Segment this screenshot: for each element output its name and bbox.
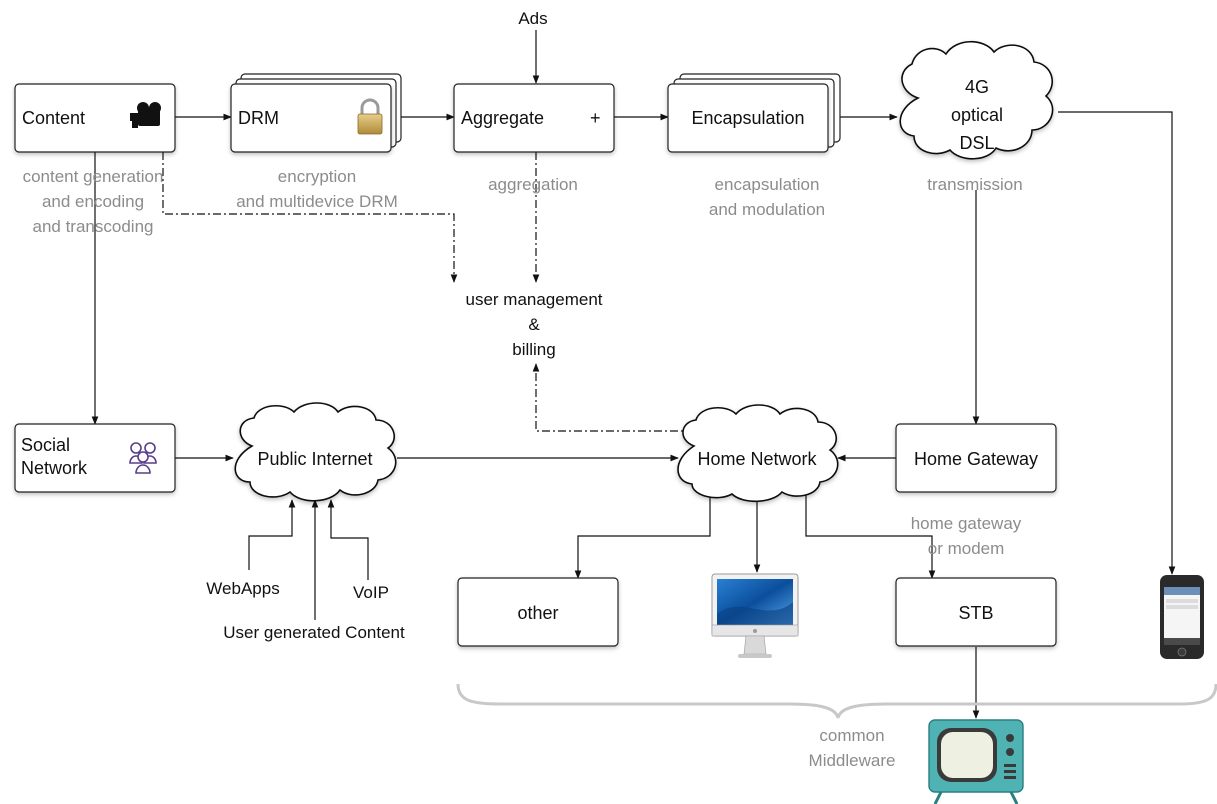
- stb-label: STB: [958, 603, 993, 623]
- people-group-icon: [129, 442, 157, 474]
- arrow-homenet-to-stb: [805, 490, 936, 579]
- aggregate-caption: aggregation: [488, 175, 578, 194]
- drm-caption: encryption and multidevice DRM: [236, 167, 398, 211]
- content-caption: content generation and encoding and tran…: [23, 167, 164, 236]
- content-caption-line3: and transcoding: [33, 217, 154, 236]
- user-generated-content-label: User generated Content: [223, 623, 405, 642]
- user-management-billing: user management & billing: [465, 290, 602, 359]
- arrow-cloud-to-phone: [1058, 111, 1176, 575]
- video-camera-icon: [130, 102, 161, 128]
- webapps-label: WebApps: [206, 579, 279, 598]
- home-gateway-caption: home gateway or modem: [911, 514, 1022, 558]
- smartphone-icon: [1160, 575, 1204, 659]
- content-caption-line2: and encoding: [42, 192, 144, 211]
- content-label: Content: [22, 108, 85, 128]
- home-network-cloud: Home Network: [677, 404, 839, 503]
- voip-label: VoIP: [353, 583, 389, 602]
- encapsulation-box: Encapsulation: [667, 73, 841, 153]
- ads-label: Ads: [518, 9, 547, 28]
- home-gateway-box: Home Gateway: [895, 423, 1057, 493]
- middleware-caption-line2: Middleware: [809, 751, 896, 770]
- billing-connectors: [162, 152, 710, 432]
- drm-box: DRM: [230, 73, 402, 153]
- other-label: other: [517, 603, 558, 623]
- cloud-label-line2: optical: [951, 105, 1003, 125]
- content-box: Content: [14, 83, 176, 153]
- user-management-line2: &: [528, 315, 540, 334]
- arrow-homenet-to-other: [574, 490, 711, 579]
- encapsulation-caption-line2: and modulation: [709, 200, 825, 219]
- dashdot-homenet-to-billing: [532, 363, 710, 432]
- encapsulation-caption: encapsulation and modulation: [709, 175, 825, 219]
- cloud-label-line3: DSL: [959, 133, 994, 153]
- transmission-cloud: 4G optical DSL: [899, 41, 1054, 160]
- public-internet-label: Public Internet: [257, 449, 372, 469]
- user-management-line1: user management: [465, 290, 602, 309]
- drm-caption-line2: and multidevice DRM: [236, 192, 398, 211]
- arrow-webapps-to-internet: [248, 499, 296, 570]
- social-network-box: Social Network: [14, 423, 176, 493]
- desktop-computer-icon: [711, 573, 799, 658]
- aggregate-box: Aggregate +: [453, 83, 615, 153]
- cloud-label-line1: 4G: [965, 77, 989, 97]
- middleware-brace: [456, 683, 1217, 719]
- user-management-line3: billing: [512, 340, 555, 359]
- encapsulation-label: Encapsulation: [691, 108, 804, 128]
- middleware-caption-line1: common: [819, 726, 884, 745]
- content-caption-line1: content generation: [23, 167, 164, 186]
- drm-label: DRM: [238, 108, 279, 128]
- social-label-line2: Network: [21, 458, 88, 478]
- public-internet-cloud: Public Internet: [234, 402, 397, 502]
- drm-caption-line1: encryption: [278, 167, 356, 186]
- home-gateway-caption-line2: or modem: [928, 539, 1005, 558]
- dashdot-content-to-billing: [162, 152, 458, 283]
- home-gateway-caption-line1: home gateway: [911, 514, 1022, 533]
- other-box: other: [457, 577, 619, 647]
- social-label-line1: Social: [21, 435, 70, 455]
- transmission-caption: transmission: [927, 175, 1022, 194]
- connectors: [91, 30, 1176, 719]
- television-icon: [928, 719, 1024, 804]
- home-gateway-label: Home Gateway: [914, 449, 1038, 469]
- home-network-label: Home Network: [697, 449, 817, 469]
- arrow-voip-to-internet: [327, 499, 369, 580]
- padlock-icon: [357, 98, 383, 135]
- plus-icon: +: [590, 108, 601, 128]
- aggregate-label: Aggregate: [461, 108, 544, 128]
- middleware-caption: common Middleware: [809, 726, 896, 770]
- stb-box: STB: [895, 577, 1057, 647]
- encapsulation-caption-line1: encapsulation: [715, 175, 820, 194]
